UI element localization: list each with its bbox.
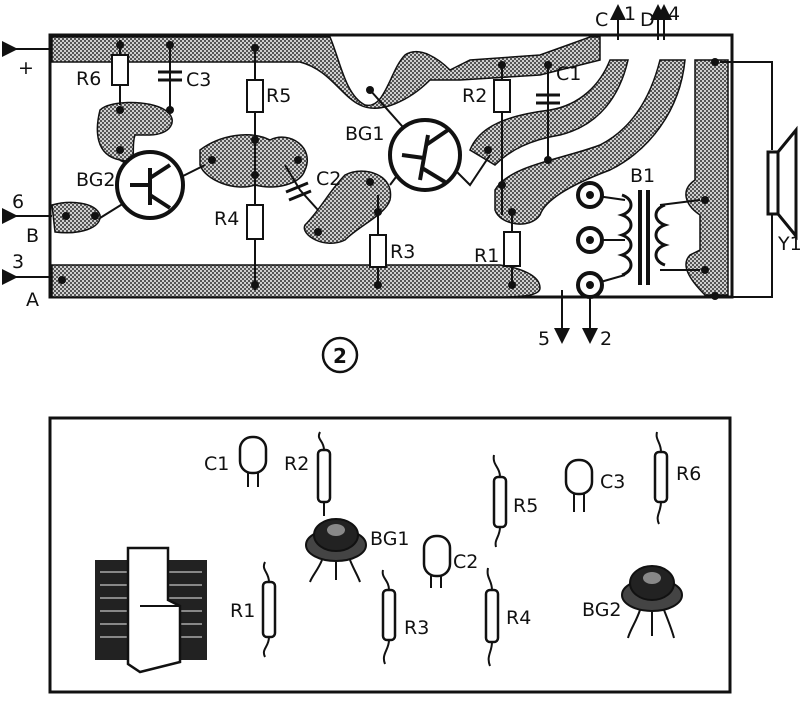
resistor-r4 [246, 204, 264, 240]
label-6: 6 [12, 191, 24, 213]
label-r3: R3 [390, 241, 415, 263]
pcb-view: + 6 B 3 A C 1 D 4 5 2 R6 C3 R5 BG2 R4 C2… [2, 3, 802, 374]
label-4: 4 [668, 3, 680, 25]
label-A: A [26, 289, 39, 311]
resistor-symbols [111, 54, 521, 268]
label-r6: R6 [76, 68, 101, 90]
layout-board [48, 416, 732, 694]
resistor-r2 [493, 79, 511, 113]
label-b1: B1 [630, 165, 655, 187]
resistor-r3 [369, 234, 387, 268]
transformer-part [95, 546, 207, 674]
layout-label-r4: R4 [506, 607, 531, 629]
label-plus: + [18, 57, 34, 79]
figure-number-circle [321, 336, 359, 374]
label-c1: C1 [556, 63, 581, 85]
layout-label-bg1: BG1 [370, 528, 410, 550]
label-bg2: BG2 [76, 169, 116, 191]
layout-label-r3: R3 [404, 617, 429, 639]
layout-label-r6: R6 [676, 463, 701, 485]
label-C: C [595, 9, 608, 31]
label-r2: R2 [462, 85, 487, 107]
layout-label-c3: C3 [600, 471, 625, 493]
capacitor-parts [238, 435, 594, 578]
label-bg1: BG1 [345, 123, 385, 145]
layout-label-c2: C2 [453, 551, 478, 573]
label-1: 1 [624, 3, 636, 25]
label-r4: R4 [214, 208, 239, 230]
transformer-b1 [617, 190, 670, 285]
figure-number: 2 [333, 344, 347, 368]
layout-label-r1: R1 [230, 600, 255, 622]
resistor-r6 [111, 54, 129, 86]
label-2: 2 [600, 328, 612, 350]
label-D: D [640, 9, 655, 31]
layout-label-r2: R2 [284, 453, 309, 475]
label-r5: R5 [266, 85, 291, 107]
layout-label-c1: C1 [204, 453, 229, 475]
label-y1: Y1 [777, 233, 802, 255]
pcb-labels: + 6 B 3 A C 1 D 4 5 2 R6 C3 R5 BG2 R4 C2… [12, 3, 802, 350]
capacitor-symbols [158, 70, 560, 202]
label-r1: R1 [474, 245, 499, 267]
component-layout-view: C1 R2 R5 C3 R6 BG1 C2 R1 R3 R4 BG2 [48, 416, 732, 694]
layout-label-bg2: BG2 [582, 599, 622, 621]
solder-pads [58, 41, 719, 300]
label-3: 3 [12, 251, 24, 273]
resistor-r1 [503, 231, 521, 267]
layout-label-r5: R5 [513, 495, 538, 517]
layout-labels: C1 R2 R5 C3 R6 BG1 C2 R1 R3 R4 BG2 [204, 453, 701, 639]
speaker-y1 [766, 125, 798, 241]
label-B: B [26, 225, 39, 247]
label-c3: C3 [186, 69, 211, 91]
transistor-parts [305, 518, 683, 639]
label-c2: C2 [316, 168, 341, 190]
copper-traces [51, 36, 729, 298]
label-5: 5 [538, 328, 550, 350]
resistor-r5 [246, 79, 264, 113]
